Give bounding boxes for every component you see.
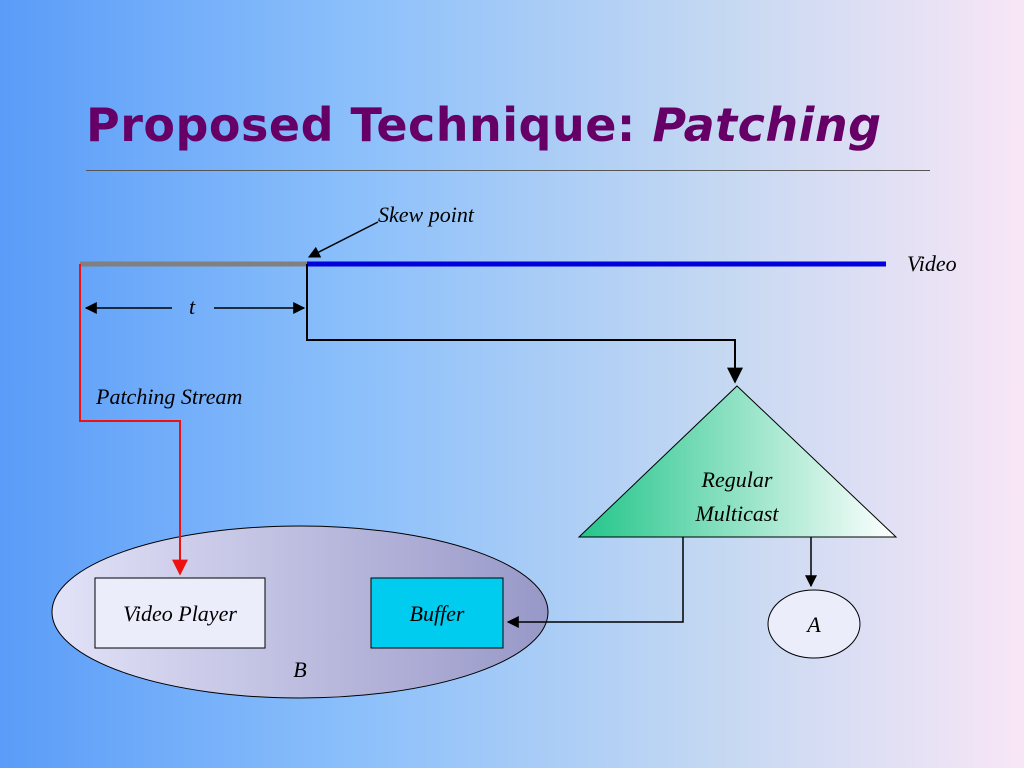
patching-stream-line <box>79 264 188 576</box>
skew-point-arrow <box>307 221 379 258</box>
client-b-label: B <box>293 657 306 682</box>
client-a-circle <box>767 589 861 659</box>
multicast-label-line2: Multicast <box>694 501 779 526</box>
video-label: Video <box>907 251 957 276</box>
title-main: Proposed Technique: <box>86 98 653 152</box>
slide-title: Proposed Technique: Patching <box>86 98 882 152</box>
buffer-box <box>370 577 504 649</box>
multicast-connector <box>306 264 743 384</box>
buffer-label: Buffer <box>410 601 465 626</box>
title-emphasis: Patching <box>652 98 882 152</box>
regular-multicast-triangle <box>577 385 898 538</box>
client-a-label: A <box>805 612 821 637</box>
skew-point-label: Skew point <box>378 202 475 227</box>
patching-stream-label: Patching Stream <box>95 384 242 409</box>
video-player-box <box>94 577 266 649</box>
video-player-label: Video Player <box>123 601 237 626</box>
multicast-to-buffer-line <box>506 537 684 628</box>
title-divider <box>86 170 930 171</box>
t-label: t <box>189 294 196 319</box>
multicast-label-line1: Regular <box>701 467 773 492</box>
